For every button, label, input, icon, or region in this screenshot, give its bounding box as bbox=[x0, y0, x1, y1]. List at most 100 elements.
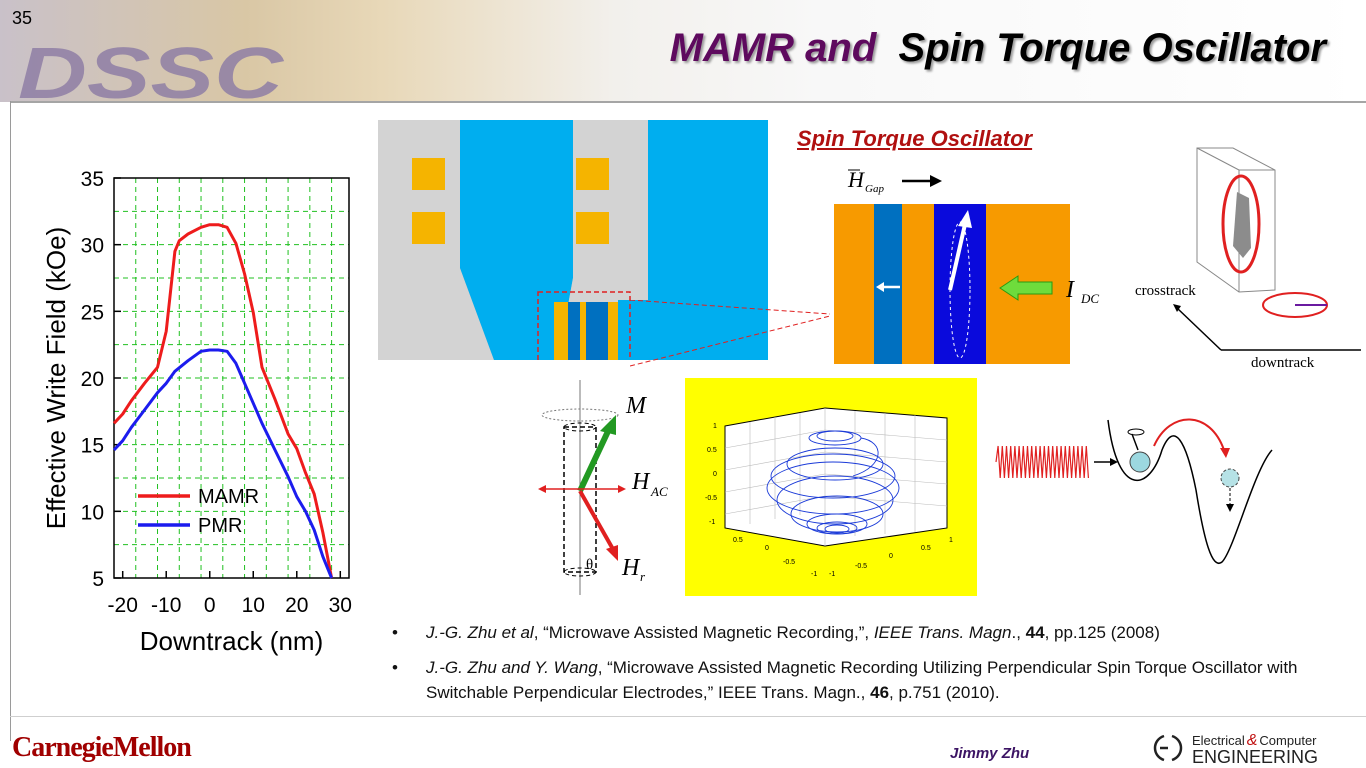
m-label: M bbox=[625, 393, 648, 419]
traj-z-tick-1: 1 bbox=[713, 423, 717, 430]
ref1-volume: 44 bbox=[1025, 623, 1045, 642]
theta-label: θ bbox=[586, 557, 593, 573]
precession-loop bbox=[1221, 174, 1261, 274]
trajectory-plot: 1 0.5 0 -0.5 -1 0.5 0 -0.5 -1 1 0.5 0 -0… bbox=[685, 378, 977, 596]
m-arrow bbox=[577, 425, 613, 493]
series-line-mamr bbox=[112, 223, 334, 579]
header-divider bbox=[10, 101, 1366, 103]
microwave-signal bbox=[995, 445, 1089, 479]
x-axis-label: Downtrack (nm) bbox=[140, 626, 323, 656]
cylinder bbox=[563, 426, 597, 573]
particle bbox=[1129, 451, 1151, 473]
slide-number: 35 bbox=[12, 8, 33, 28]
traj-x-tick-4: -1 bbox=[811, 571, 817, 578]
energy-curve bbox=[1107, 419, 1273, 565]
traj-x-tick-3: -0.5 bbox=[783, 559, 795, 566]
slide-header bbox=[0, 0, 1366, 102]
y-tick-label: 20 bbox=[81, 368, 104, 391]
coil-3 bbox=[576, 158, 609, 190]
traj-x-tick-2: 0 bbox=[765, 545, 769, 552]
title-part-2: Spin Torque Oscillator bbox=[898, 26, 1326, 70]
ref1-journal: IEEE Trans. Magn bbox=[873, 623, 1012, 642]
ref2-text: , “Microwave Assisted Magnetic Recording… bbox=[426, 658, 1298, 702]
ref-bullet-2: • bbox=[392, 658, 398, 677]
transition-arrow bbox=[1153, 418, 1225, 451]
ref1-text: , “Microwave Assisted Magnetic Recording… bbox=[533, 623, 874, 642]
legend-label-pmr: PMR bbox=[198, 515, 242, 537]
coil-2 bbox=[412, 212, 445, 244]
ece-logo: Electrical&Computer ENGINEERING bbox=[1153, 732, 1318, 766]
ece-line1: Electrical&Computer bbox=[1192, 732, 1317, 749]
x-tick-label: -10 bbox=[151, 594, 181, 617]
free-layer bbox=[934, 204, 986, 364]
zoom-lines bbox=[630, 300, 830, 367]
i-dc-label: I bbox=[1065, 277, 1075, 303]
ref1-authors: J.-G. Zhu et al bbox=[426, 623, 534, 642]
current-arrow bbox=[999, 275, 1053, 301]
author-name: Jimmy Zhu bbox=[950, 745, 1030, 762]
magnet-block bbox=[1233, 192, 1251, 258]
sto-heading: Spin Torque Oscillator bbox=[797, 126, 1033, 151]
zoom-box bbox=[537, 291, 631, 360]
logo-text: DSSC bbox=[18, 40, 284, 102]
x-tick-label: -20 bbox=[108, 594, 138, 617]
polarizer-layer bbox=[874, 204, 902, 364]
reference-2: • J.-G. Zhu and Y. Wang, “Microwave Assi… bbox=[392, 655, 1352, 705]
ref-bullet-1: • bbox=[392, 623, 398, 642]
footer-divider bbox=[10, 716, 1366, 717]
dssc-logo: DSSC bbox=[18, 40, 284, 102]
trajectory-curve bbox=[766, 430, 900, 535]
crosstrack-label: crosstrack bbox=[1135, 283, 1196, 299]
h-r-label: H bbox=[621, 555, 641, 581]
energy-well-diagram bbox=[995, 418, 1273, 565]
ece-logo-icon bbox=[1153, 734, 1183, 762]
slide-title: MAMR and Spin Torque Oscillator bbox=[670, 26, 1326, 71]
particle-switched bbox=[1220, 468, 1240, 488]
traj-y-tick-3: 0 bbox=[889, 553, 893, 560]
y-tick-label: 5 bbox=[92, 568, 104, 591]
h-gap-label: H bbox=[847, 167, 865, 192]
university-logo: CarnegieMellon bbox=[12, 732, 192, 763]
traj-z-tick-2: 0.5 bbox=[707, 447, 717, 454]
x-tick-label: 0 bbox=[204, 594, 216, 617]
x-tick-label: 10 bbox=[242, 594, 265, 617]
y-tick-label: 30 bbox=[81, 235, 104, 258]
write-head-schematic bbox=[378, 120, 768, 360]
sto-layer-1 bbox=[568, 302, 580, 360]
sto-diagram: H Gap I DC bbox=[834, 167, 1099, 364]
left-divider bbox=[10, 101, 11, 741]
traj-z-tick-4: -0.5 bbox=[705, 495, 717, 502]
ref2-volume: 46 bbox=[870, 683, 890, 702]
reference-1: • J.-G. Zhu et al, “Microwave Assisted M… bbox=[392, 620, 1352, 645]
traj-z-tick-5: -1 bbox=[709, 519, 715, 526]
ref2-pages: , p.751 (2010). bbox=[889, 683, 1000, 702]
traj-z-tick-3: 0 bbox=[713, 471, 717, 478]
shield-foot bbox=[618, 300, 648, 360]
y-tick-label: 25 bbox=[81, 301, 104, 324]
y-tick-label: 15 bbox=[81, 435, 104, 458]
downtrack-label: downtrack bbox=[1251, 355, 1315, 371]
ref2-authors: J.-G. Zhu and Y. Wang bbox=[426, 658, 598, 677]
crosstrack-axis bbox=[1176, 307, 1222, 351]
traj-y-tick-1: 1 bbox=[949, 537, 953, 544]
i-dc-sub: DC bbox=[1080, 291, 1099, 306]
main-pole bbox=[460, 120, 573, 360]
h-r-sub: r bbox=[640, 569, 646, 584]
ref1-pages: , pp.125 (2008) bbox=[1044, 623, 1160, 642]
y-axis-label: Effective Write Field (kOe) bbox=[41, 227, 71, 529]
h-r-arrow bbox=[578, 490, 616, 552]
x-tick-label: 20 bbox=[285, 594, 308, 617]
traj-x-tick-1: 0.5 bbox=[733, 537, 743, 544]
ece-line2: ENGINEERING bbox=[1192, 747, 1318, 766]
y-tick-label: 10 bbox=[81, 501, 104, 524]
x-tick-label: 30 bbox=[329, 594, 352, 617]
right-shield bbox=[648, 120, 768, 360]
y-tick-label: 35 bbox=[81, 168, 104, 191]
traj-y-tick-4: -0.5 bbox=[855, 563, 867, 570]
title-part-1: MAMR and bbox=[669, 26, 877, 70]
traj-y-tick-2: 0.5 bbox=[921, 545, 931, 552]
references: • J.-G. Zhu et al, “Microwave Assisted M… bbox=[392, 620, 1352, 715]
h-gap-sub: Gap bbox=[865, 183, 884, 195]
traj-y-tick-5: -1 bbox=[829, 571, 835, 578]
series-line-pmr bbox=[112, 348, 333, 579]
